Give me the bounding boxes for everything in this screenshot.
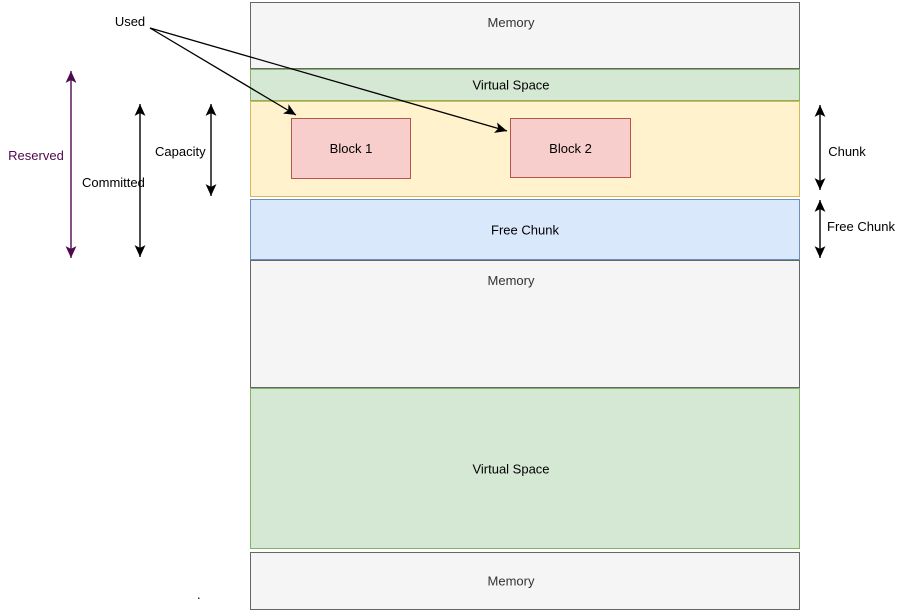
reserved-label: Reserved <box>8 148 64 163</box>
chunk-label: Chunk <box>828 144 866 159</box>
band-virtual-space-top: Virtual Space <box>250 69 800 101</box>
band-memory-top-label: Memory <box>487 15 535 30</box>
block-1: Block 1 <box>291 118 411 179</box>
band-free-chunk-label: Free Chunk <box>491 222 559 237</box>
used-label: Used <box>114 14 146 29</box>
block-2: Block 2 <box>510 118 631 178</box>
band-virtual-space-bottom: Virtual Space <box>250 388 800 549</box>
block-2-label: Block 2 <box>549 140 592 156</box>
free-chunk-label: Free Chunk <box>827 219 895 234</box>
band-memory-bottom-label: Memory <box>487 573 535 589</box>
band-memory-bottom: Memory <box>250 552 800 610</box>
band-memory-middle-label: Memory <box>487 273 535 288</box>
band-memory-top: Memory <box>250 2 800 69</box>
block-1-label: Block 1 <box>329 141 373 156</box>
committed-label: Committed <box>82 175 145 190</box>
band-virtual-space-top-label: Virtual Space <box>472 77 550 93</box>
capacity-label: Capacity <box>155 144 206 159</box>
stray-period-text: . <box>197 587 201 602</box>
band-free-chunk: Free Chunk <box>250 199 800 260</box>
band-virtual-space-bottom-label: Virtual Space <box>472 461 550 476</box>
band-memory-middle: Memory <box>250 260 800 388</box>
